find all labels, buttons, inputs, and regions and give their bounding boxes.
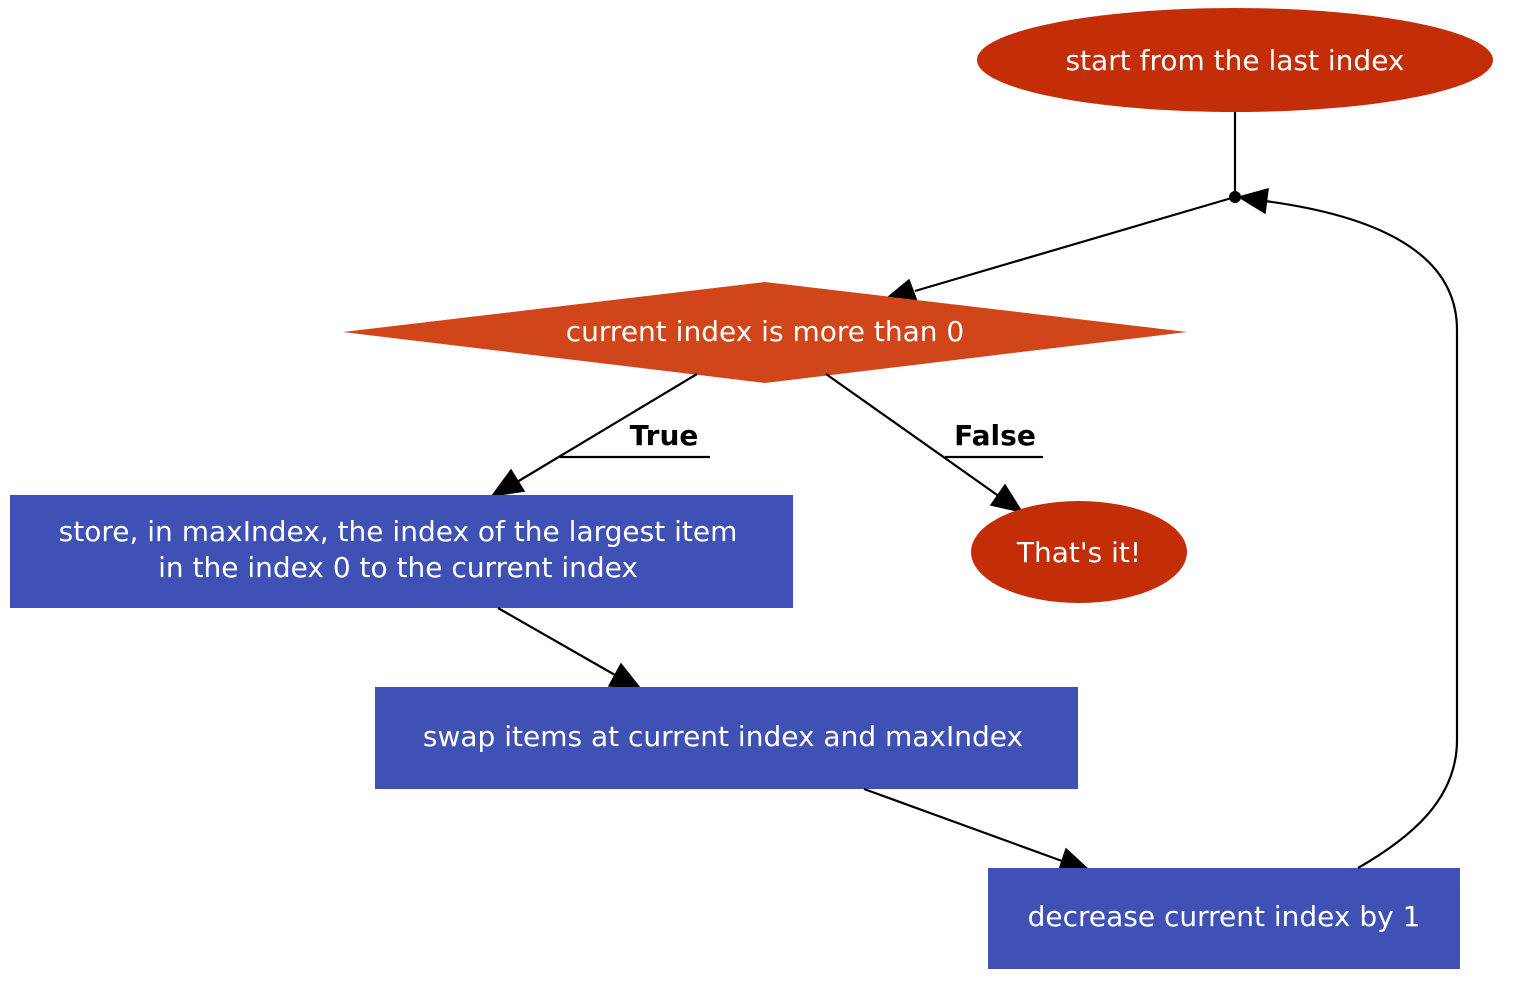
- true-edge-label: True: [630, 419, 699, 452]
- decrease-node-label: decrease current index by 1: [1028, 900, 1421, 933]
- decision-node-shape: [343, 282, 1187, 383]
- swap-node-shape: [375, 687, 1078, 789]
- arrowhead-store: [490, 468, 526, 498]
- start-node: start from the last index: [977, 8, 1493, 112]
- arrowhead-end: [989, 483, 1024, 514]
- decision-node: current index is more than 0: [343, 282, 1187, 383]
- end-node-label: That's it!: [1016, 536, 1141, 569]
- decrease-node: decrease current index by 1: [988, 868, 1460, 969]
- decision-node-label: current index is more than 0: [566, 315, 964, 348]
- edge-junction-to-decision: [914, 195, 1236, 293]
- decrease-node-shape: [988, 868, 1460, 969]
- arrowhead-swap: [607, 662, 642, 689]
- edge-store-to-swap: [497, 607, 616, 676]
- edge-decision-true: [516, 373, 698, 483]
- arrowhead-junction: [1237, 187, 1269, 215]
- false-edge-label: False: [954, 419, 1036, 452]
- swap-node: swap items at current index and maxIndex: [375, 687, 1078, 789]
- edge-swap-to-decrease: [863, 787, 1063, 863]
- start-node-label: start from the last index: [1065, 44, 1404, 77]
- store-node-label-line1: store, in maxIndex, the index of the lar…: [59, 515, 738, 548]
- store-node: store, in maxIndex, the index of the lar…: [10, 495, 793, 608]
- end-node: That's it!: [971, 501, 1187, 603]
- store-node-shape: [10, 495, 793, 608]
- edge-decision-false: [825, 373, 1001, 498]
- store-node-label-line2: in the index 0 to the current index: [158, 551, 638, 584]
- swap-node-label: swap items at current index and maxIndex: [423, 720, 1023, 753]
- start-node-shape: [977, 8, 1493, 112]
- edge-loop-back: [1264, 199, 1459, 869]
- end-node-shape: [971, 501, 1187, 603]
